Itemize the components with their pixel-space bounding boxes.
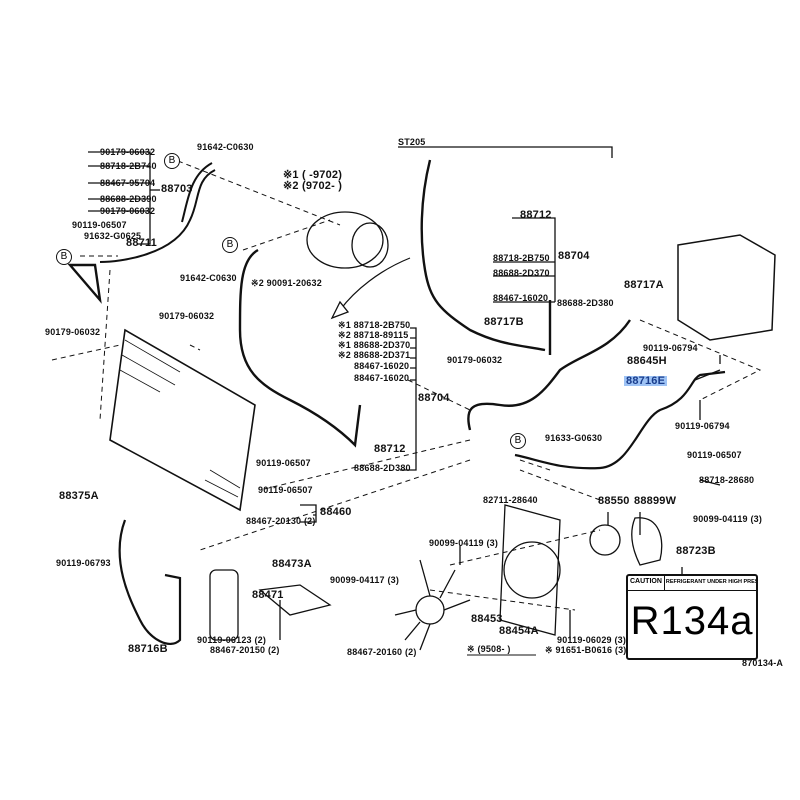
part-label[interactable]: 90099-04119 (3) — [429, 538, 499, 548]
connector-marker-b: B — [164, 153, 180, 169]
part-label[interactable]: 88467-20130 (2) — [246, 516, 316, 526]
part-label[interactable]: ※1 88688-2D370 — [338, 340, 411, 350]
part-label[interactable]: 88899W — [634, 495, 677, 507]
caution-label: CAUTION REFRIGERANT UNDER HIGH PRESSURE … — [626, 574, 758, 660]
caution-text: CAUTION — [628, 576, 665, 590]
part-label[interactable]: 88716B — [128, 643, 168, 655]
part-label[interactable]: 82711-28640 — [483, 495, 538, 505]
part-label[interactable]: 90119-06507 — [256, 458, 311, 468]
part-label[interactable]: 90119-06507 — [72, 220, 127, 230]
part-label[interactable]: 88712 — [374, 443, 406, 455]
part-label[interactable]: 88718-2B750 — [493, 253, 550, 263]
part-label[interactable]: 88467-95704 — [100, 178, 156, 188]
part-label[interactable]: 91633-G0630 — [545, 433, 603, 443]
part-label[interactable]: 91642-C0630 — [180, 273, 237, 283]
part-label[interactable]: 88467-20150 (2) — [210, 645, 280, 655]
part-label[interactable]: 90119-06123 (2) — [197, 635, 267, 645]
part-label[interactable]: 91642-C0630 — [197, 142, 254, 152]
connector-marker-b: B — [222, 237, 238, 253]
part-label[interactable]: 88473A — [272, 558, 312, 570]
warning-text: REFRIGERANT UNDER HIGH PRESSURE — [665, 579, 756, 585]
part-label[interactable]: 88454A — [499, 625, 539, 637]
part-label[interactable]: ※2 88718-89115 — [338, 330, 409, 340]
part-label[interactable]: 88717B — [484, 316, 524, 328]
part-label[interactable]: 88704 — [418, 392, 450, 404]
part-label[interactable]: 88467-16020 — [354, 361, 410, 371]
connector-marker-b: B — [56, 249, 72, 265]
note-3: ※ (9508- ) — [467, 644, 511, 654]
model-label: ST205 — [398, 137, 426, 147]
part-label[interactable]: 88717A — [624, 279, 664, 291]
part-label[interactable]: 88550 — [598, 495, 630, 507]
part-label[interactable]: 88467-16020 — [493, 293, 549, 303]
part-label[interactable]: 88718-28680 — [699, 475, 755, 485]
part-label-highlighted[interactable]: 88716E — [624, 375, 668, 387]
part-label[interactable]: 90119-06794 — [643, 343, 698, 353]
part-label[interactable]: ※1 88718-2B750 — [338, 320, 411, 330]
part-label[interactable]: 88712 — [520, 209, 552, 221]
caution-label-part-number[interactable]: 88723B — [676, 545, 716, 557]
part-label[interactable]: 90119-06507 — [687, 450, 742, 460]
note-1: ※1 ( -9702) — [283, 169, 343, 181]
note-2: ※2 (9702- ) — [283, 180, 343, 192]
part-label[interactable]: ※2 88688-2D371 — [338, 350, 411, 360]
part-label[interactable]: ※2 90091-20632 — [251, 278, 322, 288]
part-label[interactable]: 88688-2D380 — [557, 298, 614, 308]
part-label[interactable]: 90119-06029 (3) — [557, 635, 627, 645]
part-label[interactable]: 88688-2D390 — [100, 194, 157, 204]
part-label[interactable]: 90119-06794 — [675, 421, 730, 431]
part-label[interactable]: 88718-2B740 — [100, 161, 157, 171]
part-label[interactable]: 88460 — [320, 506, 352, 518]
connector-marker-b: B — [510, 433, 526, 449]
part-label[interactable]: 90099-04119 (3) — [693, 514, 763, 524]
part-label[interactable]: 90179-06032 — [100, 206, 156, 216]
part-label[interactable]: 90119-06793 — [56, 558, 111, 568]
part-label[interactable]: 90179-06032 — [45, 327, 101, 337]
refrigerant-type: R134a — [630, 599, 754, 643]
part-label[interactable]: 88645H — [627, 355, 667, 367]
part-label[interactable]: 88688-2D370 — [493, 268, 550, 278]
part-label[interactable]: 88467-20160 (2) — [347, 647, 417, 657]
part-label[interactable]: 88703 — [161, 183, 193, 195]
part-label[interactable]: 90179-06032 — [100, 147, 156, 157]
part-label[interactable]: 90179-06032 — [447, 355, 503, 365]
part-label[interactable]: 91632-G0625 — [84, 231, 142, 241]
part-label[interactable]: 90119-06507 — [258, 485, 313, 495]
part-label[interactable]: 88467-16020 — [354, 373, 410, 383]
part-label[interactable]: 88375A — [59, 490, 99, 502]
part-label[interactable]: 88704 — [558, 250, 590, 262]
part-label[interactable]: 88471 — [252, 589, 284, 601]
part-label[interactable]: 88453 — [471, 613, 503, 625]
part-label[interactable]: 88711 — [126, 237, 157, 249]
diagram-id: 870134-A — [742, 658, 784, 668]
part-label[interactable]: 88688-2D380 — [354, 463, 411, 473]
part-label[interactable]: 90099-04117 (3) — [330, 575, 400, 585]
part-label[interactable]: ※ 91651-B0616 (3) — [545, 645, 627, 655]
part-label[interactable]: 90179-06032 — [159, 311, 215, 321]
